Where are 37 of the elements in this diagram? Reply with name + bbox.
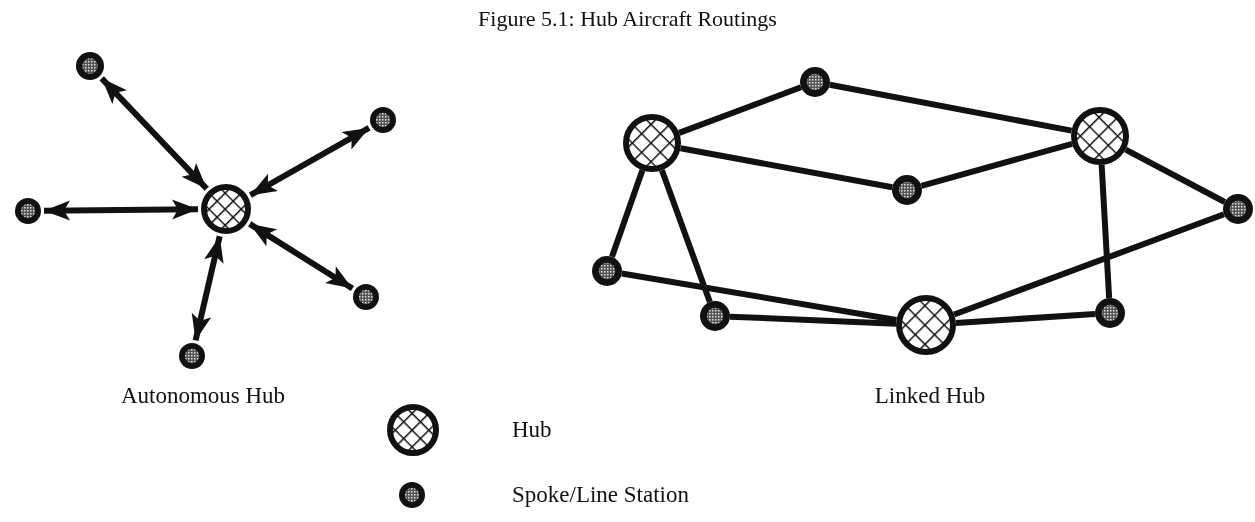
- hub-circle: [896, 295, 956, 355]
- diagram-caption: Autonomous Hub: [120, 383, 286, 409]
- station-circle: [800, 67, 830, 97]
- hub-circle: [201, 184, 251, 234]
- station-circle: [592, 256, 622, 286]
- route-line: [829, 81, 1073, 134]
- station-circle: [179, 343, 205, 369]
- figure-title: Figure 5.1: Hub Aircraft Routings: [477, 6, 778, 32]
- double-arrow: [43, 199, 199, 221]
- station-circle: [353, 284, 379, 310]
- station-circle: [370, 107, 396, 133]
- double-arrow: [99, 76, 209, 191]
- route-line: [679, 145, 893, 191]
- station-circle: [1095, 298, 1125, 328]
- station-circle: [700, 301, 730, 331]
- diagram-caption: Linked Hub: [874, 383, 986, 409]
- route-line: [920, 140, 1073, 189]
- station-circle: [76, 52, 104, 80]
- legend-label: Spoke/Line Station: [512, 482, 689, 508]
- double-arrow: [248, 125, 371, 198]
- route-line: [729, 313, 897, 327]
- station-circle: [1223, 194, 1253, 224]
- hub-circle: [623, 114, 681, 172]
- double-arrow: [191, 235, 224, 342]
- route-line: [621, 270, 897, 323]
- legend-label: Hub: [512, 417, 552, 443]
- route-line: [659, 169, 713, 303]
- route-line: [953, 211, 1225, 318]
- station-circle: [15, 198, 41, 224]
- route-line: [678, 84, 802, 136]
- hub-circle: [1071, 107, 1129, 165]
- route-line: [609, 169, 646, 258]
- route-line: [955, 311, 1096, 327]
- station-circle: [892, 175, 922, 205]
- route-line: [1124, 146, 1227, 205]
- route-line: [1098, 164, 1113, 299]
- double-arrow: [248, 221, 355, 292]
